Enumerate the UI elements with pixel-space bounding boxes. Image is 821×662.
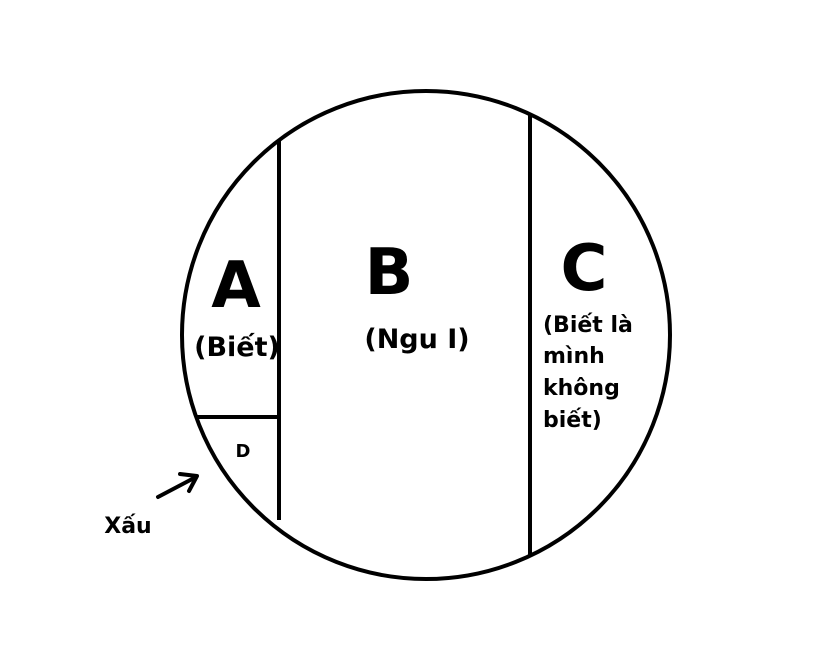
region-b-letter: B	[365, 236, 414, 310]
arrow-icon	[156, 472, 199, 499]
region-c-letter: C	[561, 232, 608, 306]
outer-circle	[180, 89, 672, 581]
region-c-caption-line-4: biết)	[543, 408, 602, 433]
region-a-letter: A	[211, 249, 261, 323]
region-b-caption: (Ngu I)	[364, 324, 469, 355]
region-c-caption-line-1: (Biết là	[543, 313, 633, 338]
region-c-caption-line-3: không	[543, 376, 620, 401]
pointer-label: Xấu	[104, 514, 151, 539]
region-d-letter: D	[236, 441, 251, 462]
region-a-caption: (Biết)	[194, 332, 280, 363]
region-c-caption-line-2: mình	[543, 344, 605, 369]
